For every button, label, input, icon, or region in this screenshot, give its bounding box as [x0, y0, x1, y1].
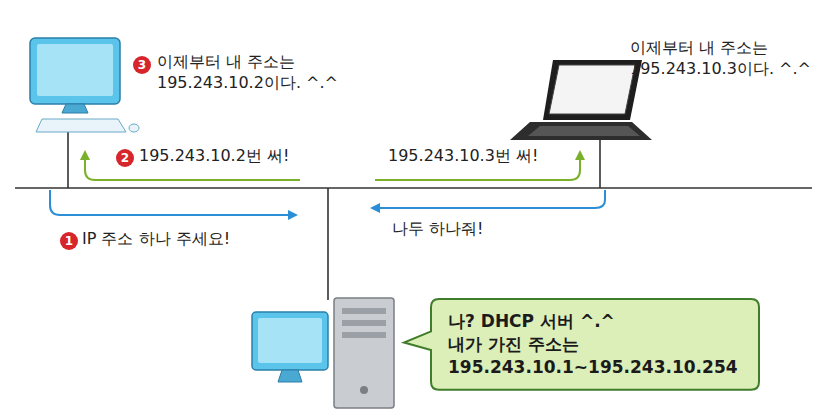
callout-number: 1 — [60, 232, 78, 250]
bubble-text: 나? DHCP 서버 ^.^ — [448, 310, 742, 333]
message-text: 195.243.10.2번 써! — [139, 146, 289, 167]
request-arrow — [372, 190, 605, 208]
bubble-text: 내가 가진 주소는 195.243.10.1~195.243.10.254 — [448, 333, 742, 379]
desktop-pc — [30, 38, 139, 132]
message-text: 이제부터 내 주소는 195.243.10.3이다. ^.^ — [630, 38, 822, 80]
message-text: 이제부터 내 주소는 195.243.10.2이다. ^.^ — [157, 52, 372, 94]
request-arrow — [50, 190, 296, 215]
network-cable — [15, 132, 812, 300]
callout-number: 2 — [116, 149, 134, 167]
dhcp-server — [252, 298, 394, 408]
bubble-shape — [404, 299, 759, 390]
message-text: IP 주소 하나 주세요! — [82, 229, 230, 250]
callout-number: 3 — [133, 56, 151, 74]
message-text: 195.243.10.3번 써! — [388, 146, 538, 167]
message-text: 나두 하나줘! — [392, 219, 484, 240]
speech-bubble: 나? DHCP 서버 ^.^내가 가진 주소는 195.243.10.1~195… — [430, 298, 760, 391]
